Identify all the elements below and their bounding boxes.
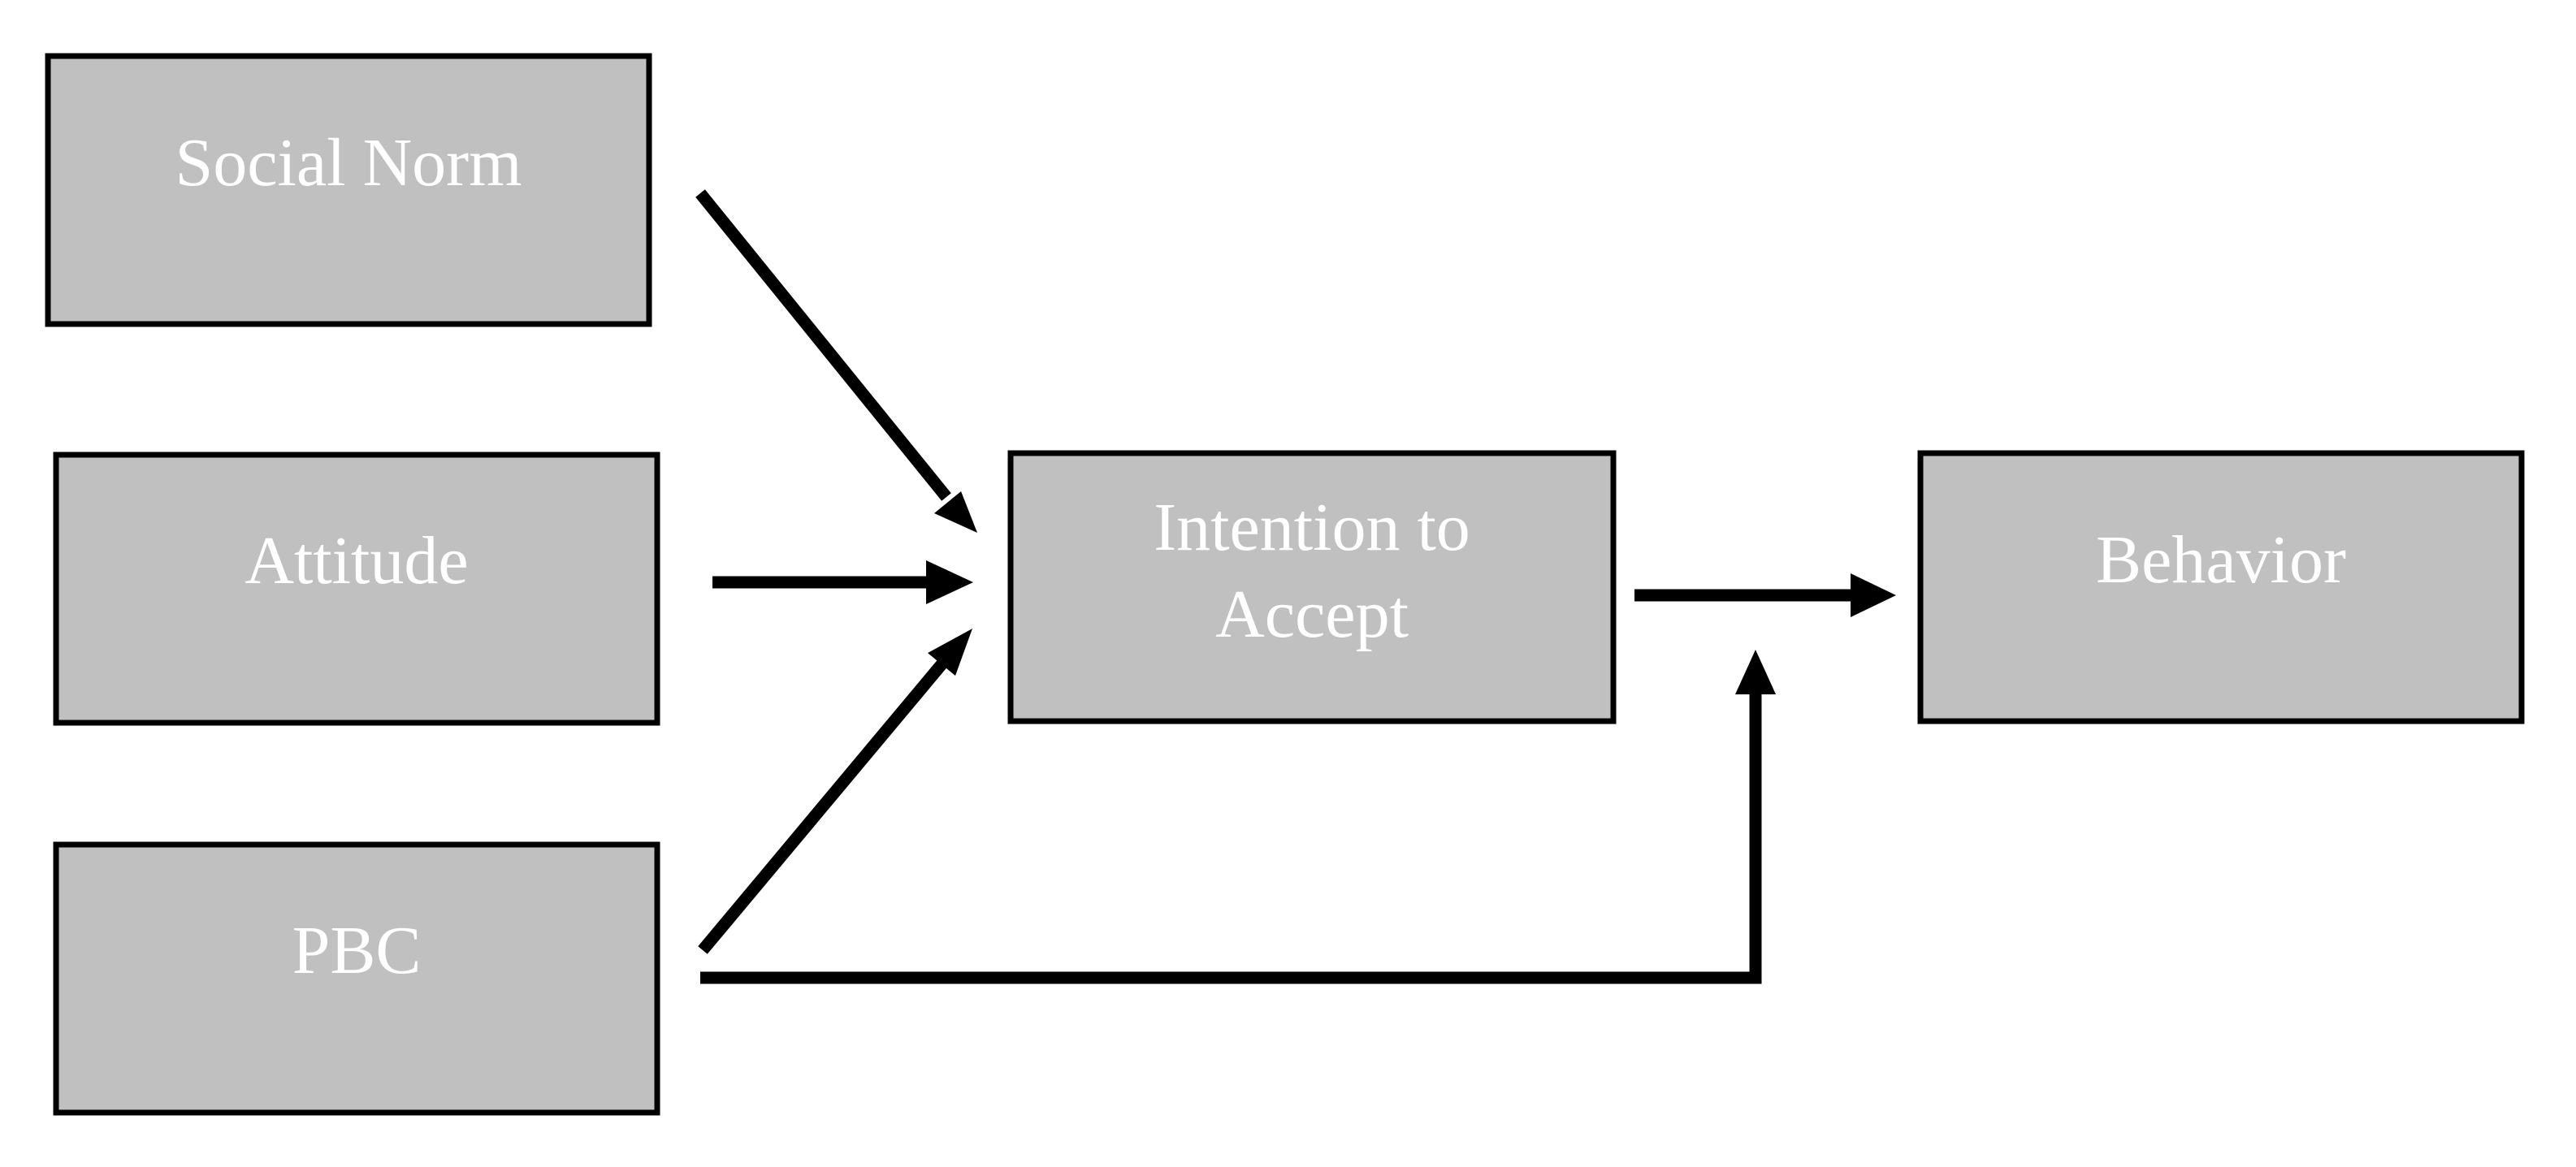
edge-pbc-to-behavior (700, 650, 1776, 984)
node-box (1007, 450, 1617, 724)
arrow-head (926, 560, 973, 604)
arrow-head (1851, 573, 1896, 617)
edge-attitude-to-intention (712, 560, 973, 604)
edge-intention-to-behavior (1634, 573, 1896, 617)
arrow-head (1735, 650, 1776, 694)
node-pbc: PBC (53, 841, 660, 1116)
node-label: Attitude (245, 523, 468, 599)
arrow-head (928, 629, 972, 676)
arrow-head (934, 491, 977, 533)
node-social-norm: Social Norm (45, 53, 652, 327)
node-label: Social Norm (175, 125, 522, 201)
edge-line (695, 189, 951, 501)
node-label-line-1: Intention to (1154, 490, 1470, 565)
edge-pbc-to-intention (698, 629, 972, 954)
edge-line (700, 694, 1762, 984)
node-label: Behavior (2096, 522, 2346, 598)
node-attitude: Attitude (53, 452, 660, 726)
edge-social-norm-to-intention (695, 189, 977, 533)
edge-line (698, 659, 947, 954)
node-label: PBC (292, 913, 422, 988)
node-box (45, 53, 652, 327)
node-box (53, 841, 660, 1116)
node-behavior: Behavior (1917, 450, 2525, 724)
node-box (1917, 450, 2525, 724)
node-box (53, 452, 660, 726)
node-intention: Intention to Accept (1007, 450, 1617, 724)
node-label-line-2: Accept (1215, 577, 1409, 652)
